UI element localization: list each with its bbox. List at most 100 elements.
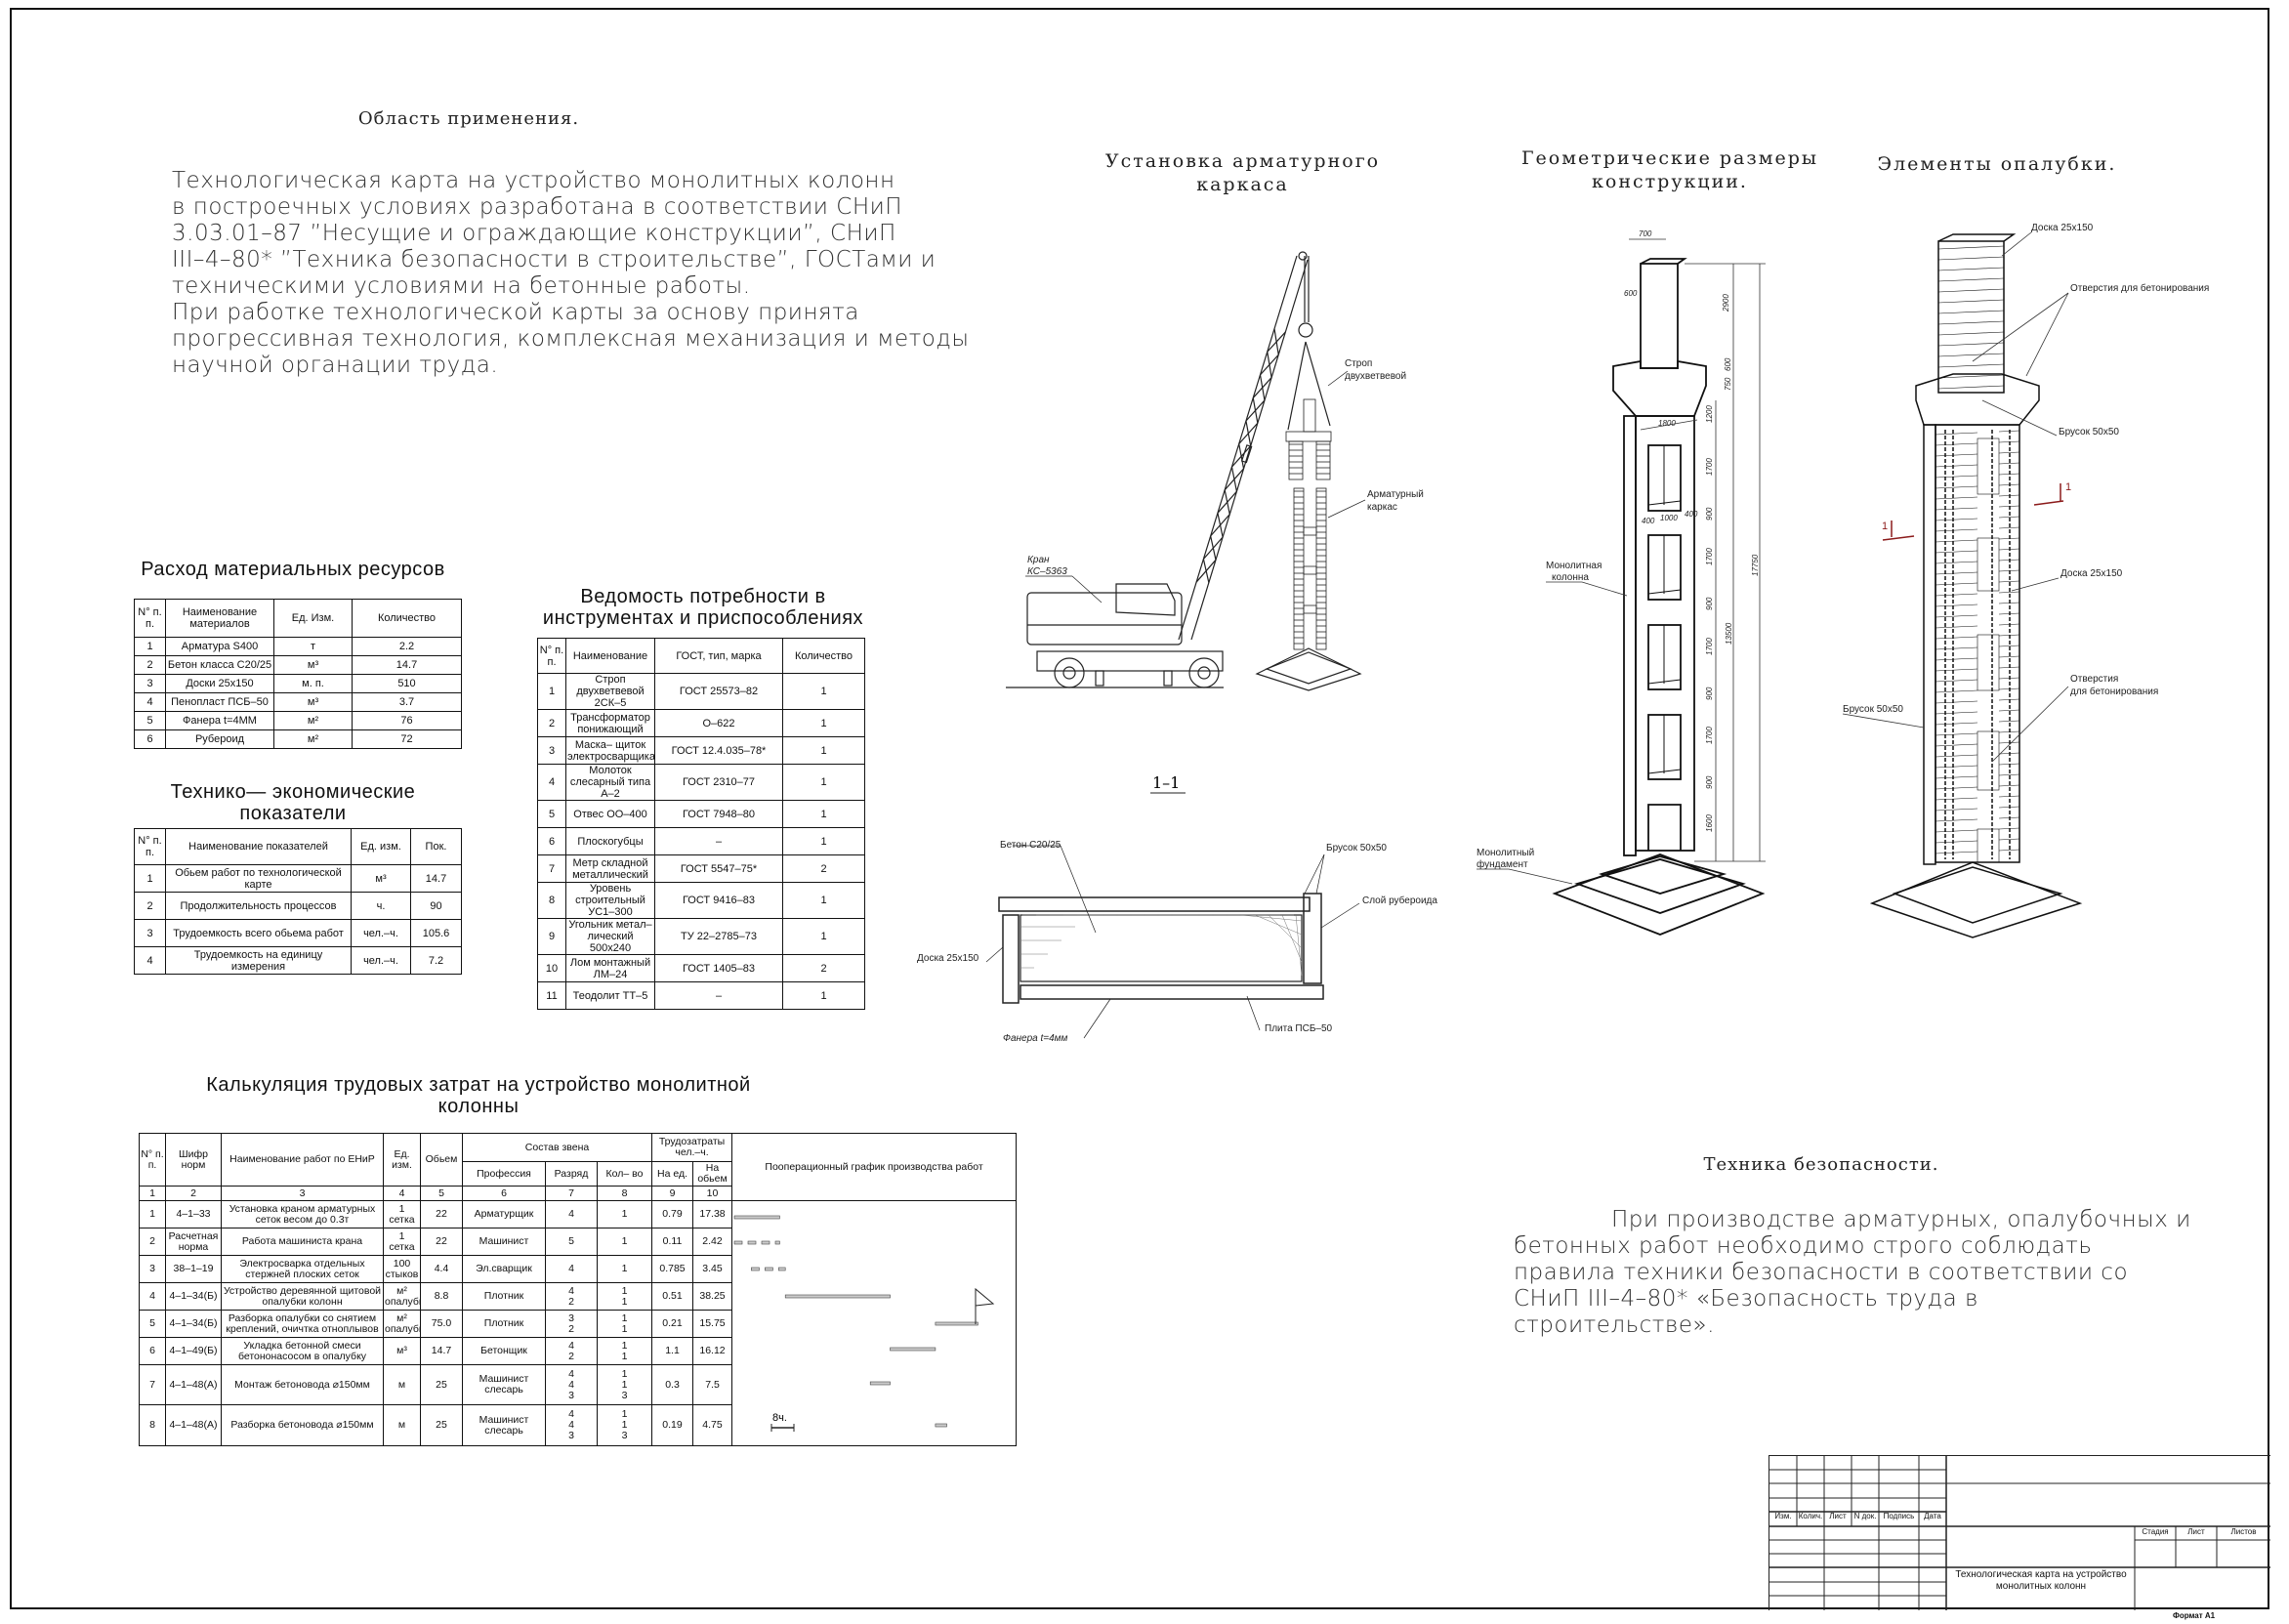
- schedule-bar-segment: [761, 1240, 770, 1245]
- header-name: Наименование материалов: [165, 599, 274, 638]
- tool-name: Лом монтажный ЛМ–24: [565, 954, 655, 982]
- work-name: Электросварка отдельных стержней плоских…: [221, 1255, 384, 1283]
- gost: ТУ 22–2785–73: [654, 918, 783, 955]
- schedule-bar: [935, 1321, 978, 1326]
- value: 14.7: [410, 864, 462, 893]
- dim-label: 750: [1724, 377, 1732, 391]
- dim-1800: 1800: [1658, 419, 1676, 428]
- volume: 22: [420, 1200, 463, 1228]
- row-num: 10: [537, 954, 566, 982]
- schedule-bar: [733, 1215, 780, 1220]
- labor-per-volume: 17.38: [692, 1200, 733, 1228]
- work-name: Монтаж бетоновода ⌀150мм: [221, 1364, 384, 1405]
- tb-col-label: Дата: [1924, 1512, 1941, 1520]
- formwork-console: [1915, 373, 2040, 426]
- tb-stage-label: Стадия: [2142, 1527, 2169, 1536]
- crane-body: [1026, 592, 1183, 645]
- materials-title: Расход материальных ресурсов: [141, 559, 445, 580]
- tools-title: Ведомость потребности в инструментах и п…: [542, 586, 864, 629]
- tool-name: Трансформатор понижающий: [565, 709, 655, 737]
- crane-label: КС–5363: [1027, 566, 1067, 577]
- unit: м³: [351, 864, 411, 893]
- section-marks: [1882, 483, 2064, 541]
- sling: [1287, 341, 1307, 431]
- norm-code: 4–1–34(Б): [165, 1282, 222, 1311]
- right-panel: [1303, 893, 1322, 984]
- row-num: 1: [139, 1200, 166, 1228]
- board-label: Доска 25х150: [917, 953, 979, 964]
- finish-flag-icon: [975, 1287, 995, 1324]
- bottom-panel: [1020, 984, 1324, 1000]
- work-name: Разборка бетоновода ⌀150мм: [221, 1404, 384, 1446]
- title-block: Изм. Колич. Лист N док. Подпись Дата Ста…: [1769, 1455, 2270, 1610]
- top-panel: [998, 896, 1311, 912]
- holes-label: Отверстия: [2070, 674, 2118, 685]
- tb-sheets-label: Листов: [2230, 1527, 2257, 1536]
- gost: ГОСТ 12.4.035–78*: [654, 736, 783, 765]
- column-foundation: [1552, 854, 1766, 936]
- drawing-frame: [10, 8, 2269, 1609]
- norm-code: Расчетная норма: [165, 1228, 222, 1256]
- tool-name: Теодолит ТТ–5: [565, 981, 655, 1010]
- profession: Машинист слесарь: [462, 1404, 546, 1446]
- column-console: [1612, 359, 1707, 417]
- grade: 4 2: [545, 1282, 598, 1311]
- labor-per-unit: 0.51: [651, 1282, 694, 1311]
- header-schedule: Пооперационный график производства работ: [731, 1133, 1018, 1201]
- wheel: [1054, 657, 1085, 688]
- scope-title: Область применения.: [357, 108, 580, 129]
- plywood-label: Фанера t=4мм: [1003, 1033, 1068, 1044]
- tool-name: Отвес ОО–400: [565, 800, 655, 828]
- row-num: 6: [134, 729, 166, 749]
- concrete-label: Бетон С20/25: [1000, 840, 1061, 851]
- tb-col-label: Изм.: [1774, 1512, 1792, 1520]
- crane-drawing-title: Установка арматурного каркаса: [1104, 150, 1381, 195]
- header-per-volume: На обьем: [692, 1161, 733, 1187]
- header-name: Наименование показателей: [165, 828, 352, 865]
- header-team: Состав звена: [461, 1133, 653, 1162]
- header-code: Шифр норм: [165, 1133, 222, 1187]
- grade: 4: [545, 1255, 598, 1283]
- schedule-bar: [784, 1294, 891, 1299]
- holes-label: Отверстия для бетонирования: [2070, 282, 2209, 294]
- schedule-bar-segment: [765, 1267, 773, 1271]
- dim-17750: 17750: [1751, 554, 1760, 576]
- row-num: 4: [139, 1282, 166, 1311]
- tb-col-label: Лист: [1829, 1512, 1847, 1520]
- dim-label: 900: [1705, 775, 1714, 789]
- column-label: колонна: [1552, 572, 1589, 583]
- dim-600: 600: [1624, 289, 1638, 298]
- formwork-top: [1937, 240, 2005, 394]
- foam-label: Плита ПСБ–50: [1265, 1023, 1333, 1034]
- schedule-bar-segment: [747, 1240, 757, 1245]
- labor-title: Калькуляция трудовых затрат на устройств…: [206, 1074, 751, 1117]
- tool-name: Маска– щиток электросварщика: [565, 736, 655, 765]
- norm-code: 4–1–48(А): [165, 1364, 222, 1405]
- header-work-name: Наименование работ по ЕНиР: [221, 1133, 384, 1187]
- tb-col-label: Подпись: [1883, 1512, 1915, 1520]
- foundation-label: фундамент: [1477, 858, 1528, 870]
- dim-label: 1200: [1705, 405, 1714, 423]
- dim-label: 1700: [1705, 638, 1714, 655]
- section-mark-label: 1: [1882, 521, 1888, 532]
- unit: 1 сетка: [383, 1200, 421, 1228]
- dim-label: 900: [1705, 597, 1714, 610]
- scale-label: 8ч.: [772, 1412, 787, 1424]
- crane-chassis: [1036, 650, 1224, 672]
- header-labor: Трудозатраты чел.–ч.: [651, 1133, 733, 1162]
- tool-name: Метр складной металлический: [565, 854, 655, 883]
- quantity: 2: [782, 954, 865, 982]
- safety-text: При производстве арматурных, опалубочных…: [1514, 1207, 2191, 1338]
- header-unit: Ед. изм.: [351, 828, 411, 865]
- formwork-opening: [1977, 730, 2000, 791]
- materials-table: N° п. п. Наименование материалов Ед. Изм…: [134, 599, 462, 749]
- work-name: Укладка бетонной смеси бетононасосом в о…: [221, 1337, 384, 1365]
